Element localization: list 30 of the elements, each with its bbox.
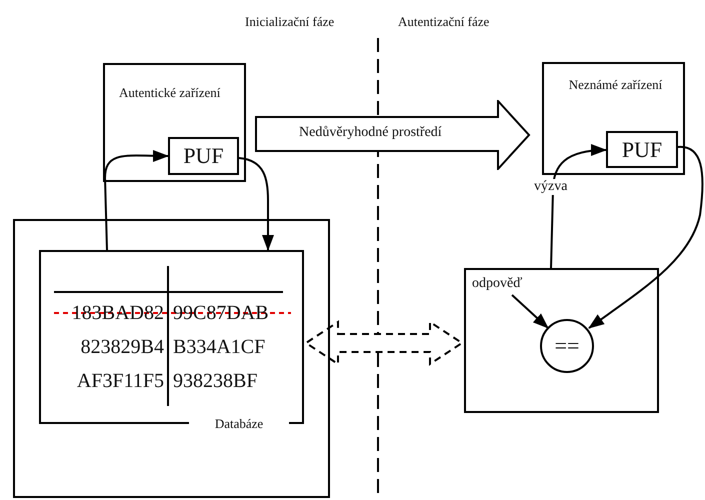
arrow-label: Nedůvěryhodné prostředí xyxy=(299,125,443,141)
phase-label: Autentizační fáze xyxy=(398,14,490,30)
edge-label: výzva xyxy=(533,179,568,195)
phase-label: Inicializační fáze xyxy=(245,14,334,30)
table-value: AF3F11F5 xyxy=(76,369,164,393)
arrow xyxy=(511,294,549,329)
arrow xyxy=(104,150,169,250)
table-value: 938238BF xyxy=(173,369,258,393)
puf-label: PUF xyxy=(182,142,225,170)
container-box xyxy=(13,219,330,498)
response-label: odpověď xyxy=(472,275,538,293)
arrow xyxy=(238,157,274,251)
table-value: 823829B4 xyxy=(80,335,164,359)
table-value: 99C87DAB xyxy=(173,301,269,325)
block-arrow xyxy=(255,100,531,170)
arrow xyxy=(588,146,704,329)
arrow xyxy=(550,144,607,268)
device-box xyxy=(103,63,246,182)
puf-box xyxy=(606,131,678,168)
equality-symbol: == xyxy=(554,332,580,360)
puf-label: PUF xyxy=(620,136,664,164)
table-value: B334A1CF xyxy=(173,335,266,359)
box-heading: Autentické zařízení xyxy=(119,85,222,101)
comparator-circle xyxy=(540,319,594,373)
puf-box xyxy=(168,137,239,175)
box-heading: Neznámé zařízení xyxy=(568,77,664,93)
comparison-box xyxy=(464,268,659,413)
double-block-arrow xyxy=(304,320,464,366)
table-value: 183BAD82 xyxy=(72,301,164,325)
device-box xyxy=(542,62,685,175)
